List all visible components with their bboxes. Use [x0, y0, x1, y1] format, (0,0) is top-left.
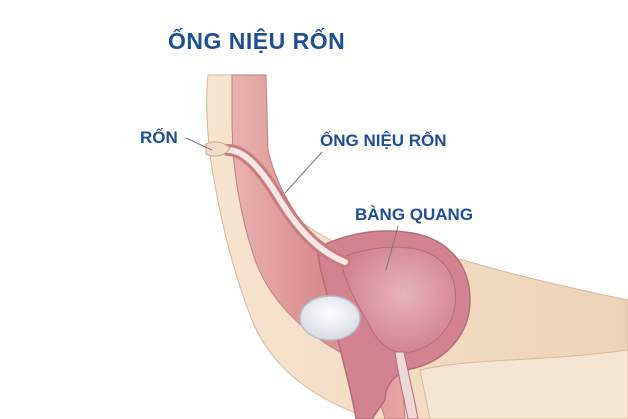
diagram-title: ỐNG NIỆU RỐN [168, 28, 346, 54]
navel-label: RỐN [140, 128, 178, 147]
urachus-lumen [225, 147, 348, 265]
urachus-leader-line [284, 151, 323, 194]
urachus-label: ỐNG NIỆU RỐN [320, 131, 447, 150]
bladder-label: BÀNG QUANG [355, 205, 474, 224]
bladder-leader-line [385, 225, 399, 271]
urethra [394, 351, 419, 419]
pubic-bone [299, 295, 361, 341]
bladder-lumen [339, 246, 457, 354]
navel-leader-line [185, 137, 213, 151]
navel [205, 141, 231, 157]
